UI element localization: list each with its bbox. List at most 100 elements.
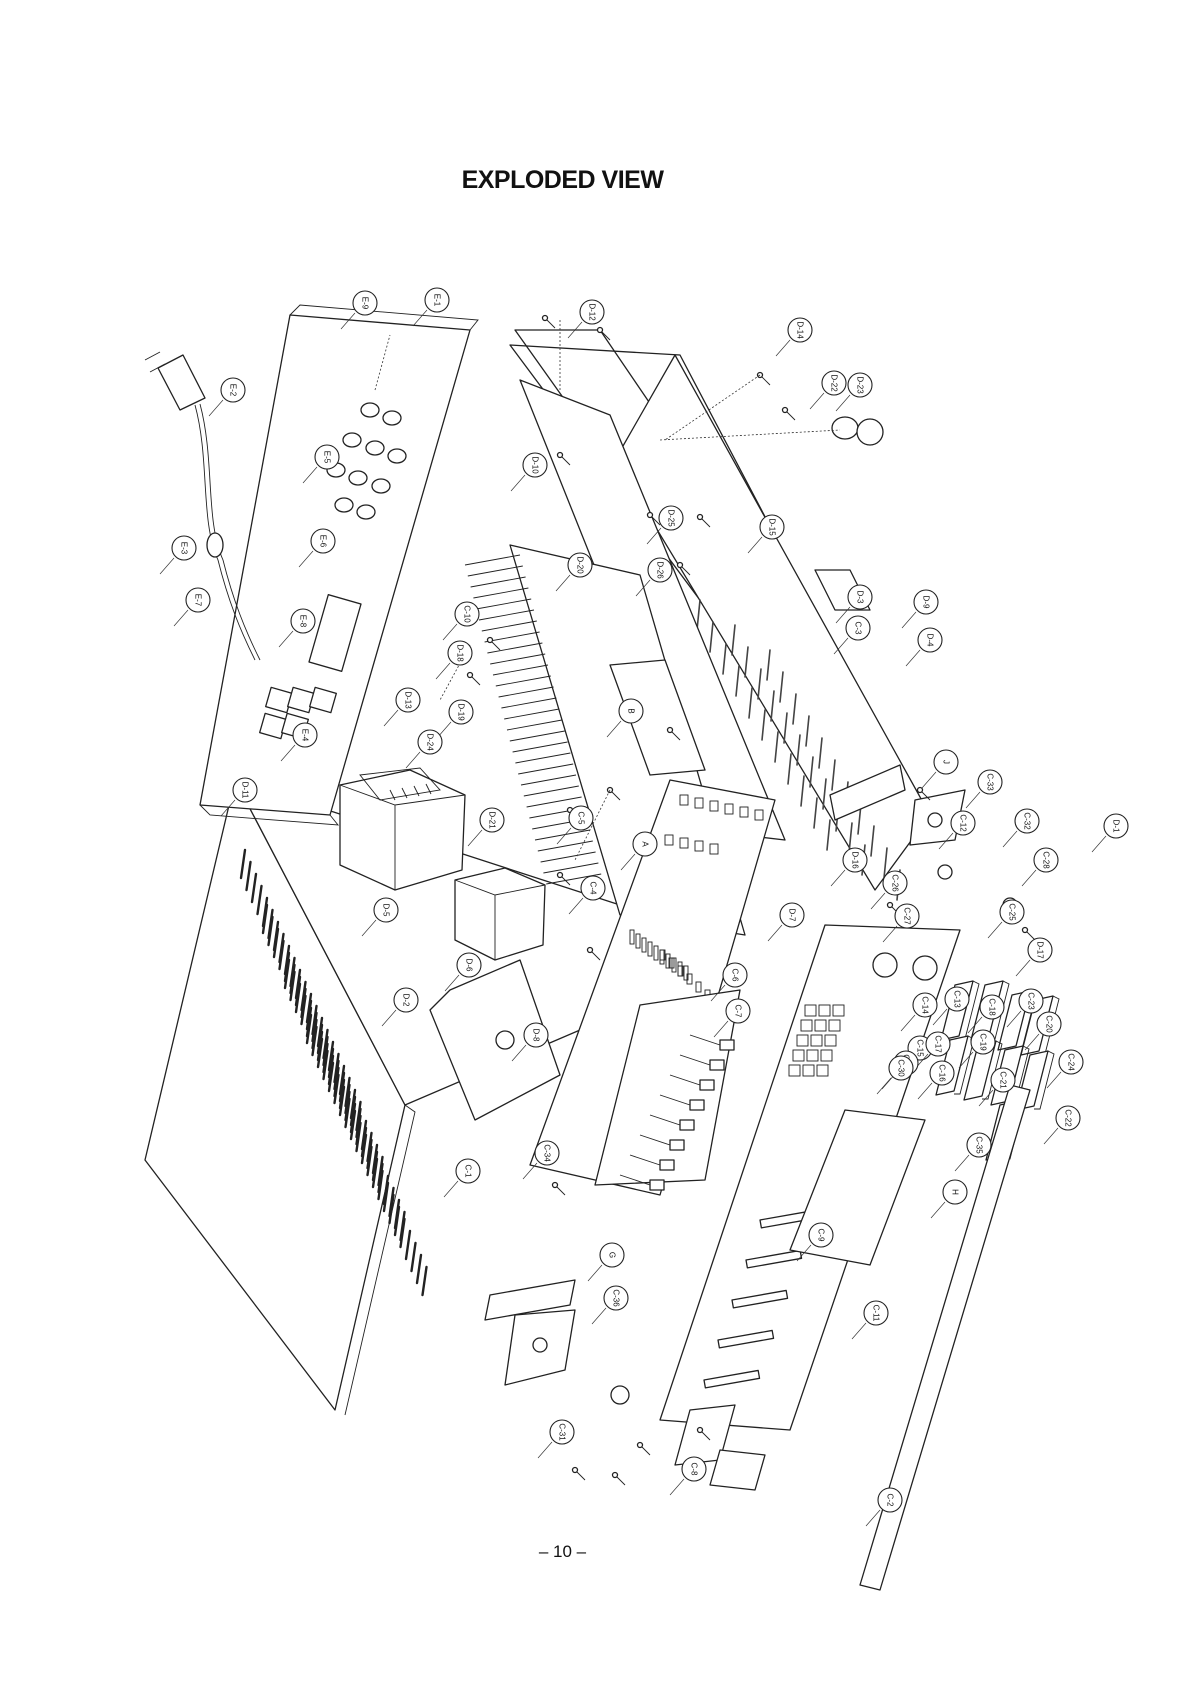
svg-text:C-25: C-25 (1008, 903, 1017, 921)
callout-d-22: D-22 (809, 370, 847, 410)
svg-text:D-12: D-12 (588, 303, 597, 321)
svg-text:D-23: D-23 (856, 376, 865, 394)
svg-text:C-12: C-12 (959, 814, 968, 832)
svg-text:C-31: C-31 (558, 1423, 567, 1441)
svg-text:C-19: C-19 (979, 1033, 988, 1051)
callout-e-1: E-1 (412, 287, 450, 327)
callout-c-23: C-23 (1006, 988, 1044, 1028)
svg-text:C-28: C-28 (1042, 851, 1051, 869)
svg-text:E-2: E-2 (229, 384, 238, 397)
callout-d-5: D-5 (361, 897, 399, 937)
svg-text:E-3: E-3 (180, 542, 189, 555)
callout-d-24: D-24 (405, 729, 443, 769)
svg-text:C-10: C-10 (463, 605, 472, 623)
callout-d-21: D-21 (467, 807, 505, 847)
svg-text:C-4: C-4 (589, 882, 598, 895)
callout-g: G (587, 1242, 625, 1282)
svg-text:C-9: C-9 (817, 1229, 826, 1242)
svg-text:D-1: D-1 (1112, 820, 1121, 833)
svg-text:H: H (951, 1189, 960, 1195)
svg-text:D-9: D-9 (922, 596, 931, 609)
callout-e-6: E-6 (298, 528, 336, 568)
callout-c-13: C-13 (932, 986, 970, 1026)
callout-c-11: C-11 (851, 1300, 889, 1340)
rear-panel (199, 304, 479, 826)
page-number: – 10 – (538, 1542, 587, 1561)
svg-text:C-32: C-32 (1023, 812, 1032, 830)
callout-d-18: D-18 (435, 640, 473, 680)
svg-text:J: J (942, 760, 951, 764)
svg-text:C-13: C-13 (953, 990, 962, 1008)
callout-d-10: D-10 (510, 452, 548, 492)
svg-text:C-2: C-2 (886, 1494, 895, 1507)
svg-text:D-4: D-4 (926, 634, 935, 647)
svg-text:C-6: C-6 (731, 969, 740, 982)
callout-d-4: D-4 (905, 627, 943, 667)
callout-d-19: D-19 (436, 699, 474, 739)
callout-c-27: C-27 (882, 903, 920, 943)
callout-c-24: C-24 (1046, 1049, 1084, 1089)
svg-text:D-21: D-21 (488, 811, 497, 829)
callout-d-8: D-8 (511, 1022, 549, 1062)
svg-text:C-14: C-14 (921, 996, 930, 1014)
svg-text:C-23: C-23 (1027, 992, 1036, 1010)
callout-e-3: E-3 (159, 535, 197, 575)
callout-c-6: C-6 (710, 962, 748, 1002)
callout-c-32: C-32 (1002, 808, 1040, 848)
callout-d-14: D-14 (775, 317, 813, 357)
outer-cabinet (144, 779, 651, 1416)
callout-d-23: D-23 (835, 372, 873, 412)
callout-d-16: D-16 (830, 847, 868, 887)
svg-text:D-16: D-16 (851, 851, 860, 869)
knob-assembly (831, 416, 884, 446)
front-trim (859, 1084, 1031, 1591)
svg-text:E-9: E-9 (361, 297, 370, 310)
svg-text:E-7: E-7 (194, 594, 203, 607)
callout-c-26: C-26 (870, 870, 908, 910)
callout-e-8: E-8 (278, 608, 316, 648)
svg-text:D-2: D-2 (402, 994, 411, 1007)
callout-c-20: C-20 (1024, 1011, 1062, 1051)
callout-d-6: D-6 (444, 952, 482, 992)
page-title: EXPLODED VIEW (461, 166, 664, 194)
svg-text:G: G (608, 1252, 617, 1258)
front-panel (659, 924, 961, 1431)
callout-c-10: C-10 (442, 601, 480, 641)
callout-d-2: D-2 (381, 987, 419, 1027)
callout-d-9: D-9 (901, 589, 939, 629)
callout-e-5: E-5 (302, 444, 340, 484)
callout-c-1: C-1 (443, 1158, 481, 1198)
svg-text:C-35: C-35 (975, 1136, 984, 1154)
svg-text:D-11: D-11 (241, 782, 250, 799)
svg-text:D-14: D-14 (796, 321, 805, 339)
svg-text:B: B (627, 708, 636, 713)
callout-d-20: D-20 (555, 552, 593, 592)
callout-d-26: D-26 (635, 557, 673, 597)
callout-c-33: C-33 (965, 769, 1003, 809)
svg-text:E-4: E-4 (301, 729, 310, 742)
svg-text:D-17: D-17 (1036, 941, 1045, 959)
svg-text:C-26: C-26 (891, 874, 900, 892)
svg-text:C-33: C-33 (986, 773, 995, 791)
input-module (484, 1279, 766, 1491)
svg-text:E-8: E-8 (299, 615, 308, 628)
svg-text:C-17: C-17 (934, 1035, 943, 1053)
svg-text:C-21: C-21 (999, 1071, 1008, 1089)
power-cord (144, 351, 261, 661)
sub-transformer (454, 867, 546, 961)
svg-text:C-3: C-3 (854, 622, 863, 635)
svg-text:C-34: C-34 (543, 1144, 552, 1162)
callout-d-1: D-1 (1091, 813, 1129, 853)
callout-c-25: C-25 (987, 899, 1025, 939)
svg-text:D-26: D-26 (656, 561, 665, 579)
callout-d-11: D-11 (220, 777, 258, 817)
svg-text:D-5: D-5 (382, 904, 391, 917)
svg-text:C-15: C-15 (916, 1039, 925, 1057)
svg-text:C-36: C-36 (612, 1289, 621, 1307)
svg-text:D-10: D-10 (531, 456, 540, 474)
callout-c-35: C-35 (954, 1132, 992, 1172)
svg-text:D-18: D-18 (456, 644, 465, 662)
callout-c-30: C-30 (876, 1055, 914, 1095)
screws (374, 314, 1036, 1486)
callout-c-9: C-9 (796, 1222, 834, 1262)
